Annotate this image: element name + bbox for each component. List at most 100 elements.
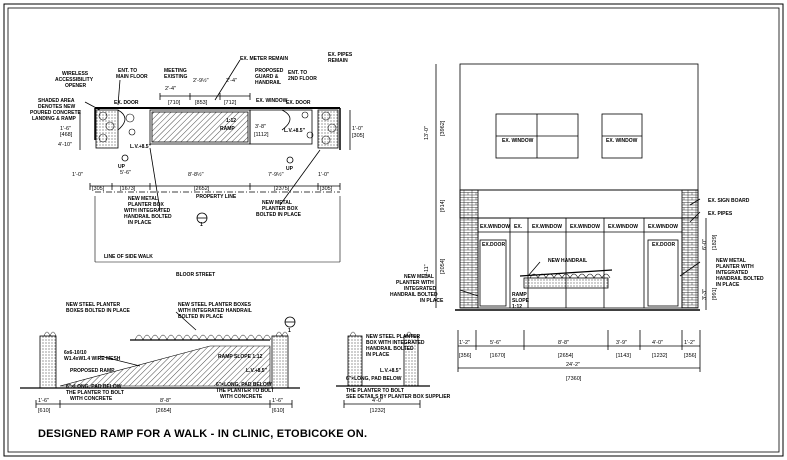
plan-shaded-label-3: POURED CONCRETE bbox=[30, 110, 82, 116]
floor-plan bbox=[79, 59, 351, 263]
plan-dim-right1: 3'-8" bbox=[255, 124, 266, 130]
plan-ex-door-right: EX. DOOR bbox=[286, 100, 311, 106]
elev-dim-total: 24'-2" bbox=[566, 362, 580, 368]
elev-dim-b3: 8'-8" bbox=[558, 340, 569, 346]
elev-dim-b2m: [1670] bbox=[490, 353, 506, 359]
plan-dim-b1m: [1673] bbox=[120, 186, 136, 192]
elev-dim-b6m: [356] bbox=[684, 353, 697, 359]
plan-dim-b4: 1'-0" bbox=[318, 172, 329, 178]
sec1-level: L.V.+8.5" bbox=[246, 368, 268, 374]
plan-ex-window: EX. WINDOW bbox=[256, 98, 288, 104]
sec1-tag: 1 bbox=[288, 328, 291, 334]
plan-ent-2nd-label-2: 2ND FLOOR bbox=[288, 76, 317, 82]
plan-dim-b0: 1'-0" bbox=[72, 172, 83, 178]
plan-dim-b0m: [305] bbox=[92, 186, 105, 192]
plan-level-right: L.V.+8.5" bbox=[284, 128, 306, 134]
sec1-dim-w2: 8'-8" bbox=[160, 398, 171, 404]
sec1-mesh: 6x6-10/10 bbox=[64, 350, 87, 356]
plan-dim-right1m: [1112] bbox=[254, 132, 269, 138]
plan-section-tag: 1 bbox=[200, 222, 203, 228]
sec2-dowel: 6"×LONG, PAD BELOW bbox=[346, 376, 402, 382]
sec2-note: NEW STEEL PLANTER bbox=[366, 334, 420, 340]
sec1-dowel-right: 6"×LONG, PAD BELOW bbox=[216, 382, 272, 388]
elev-ramp-label-2: SLOPE bbox=[512, 298, 530, 304]
plan-dim-top1m: [710] bbox=[168, 100, 181, 106]
sec1-ramp: PROPOSED RAMP bbox=[70, 368, 115, 374]
sec1-dim-w1: 1'-6" bbox=[38, 398, 49, 404]
elev-ex-door-right: EX.DOOR bbox=[652, 242, 675, 248]
plan-dim-left2: 4'-10" bbox=[58, 142, 72, 148]
plan-ex-door-left: EX. DOOR bbox=[114, 100, 139, 106]
elev-store-window-2: EX. bbox=[514, 224, 523, 230]
plan-planter-left-2: PLANTER BOX bbox=[128, 202, 165, 208]
elev-store-window-1: EX.WINDOW bbox=[480, 224, 510, 230]
sec1-slope: RAMP SLOPE 1:12 bbox=[218, 354, 263, 360]
plan-dim-right2: 1'-0" bbox=[352, 126, 363, 132]
elev-dim-r2: 3'-3" bbox=[702, 289, 708, 300]
sec1-dowel-left: 6"×LONG, PAD BELOW bbox=[66, 384, 122, 390]
sec1-steel-left-2: BOXES BOLTED IN PLACE bbox=[66, 308, 130, 314]
plan-planter-right-3: BOLTED IN PLACE bbox=[256, 212, 302, 218]
plan-planter-left-3: WITH INTEGRATED bbox=[124, 208, 171, 214]
elev-ex-window-label-2: EX. WINDOW bbox=[606, 138, 638, 144]
elev-planter-left-3: INTEGRATED bbox=[404, 286, 437, 292]
plan-guard-label-3: HANDRAIL bbox=[255, 80, 281, 86]
section-1-labels: NEW STEEL PLANTER BOXES BOLTED IN PLACE … bbox=[38, 302, 291, 414]
plan-dim-b1: 5'-6" bbox=[120, 170, 131, 176]
elev-dim-r2m: [991] bbox=[712, 287, 718, 300]
plan-level-left: L.V.+8.5" bbox=[130, 144, 152, 150]
elev-dim-b4m: [1143] bbox=[616, 353, 631, 359]
plan-meter-label: EX. METER REMAIN bbox=[240, 56, 288, 62]
drawing-title: DESIGNED RAMP FOR A WALK - IN CLINIC, ET… bbox=[38, 428, 368, 440]
plan-ent-2nd-label: ENT. TO bbox=[288, 70, 307, 76]
elev-planter-right: NEW METAL bbox=[716, 258, 746, 264]
plan-planter-left: NEW METAL bbox=[128, 196, 158, 202]
sec1-mesh-2: W1.4xW1.4 WIRE MESH bbox=[64, 356, 121, 362]
elev-dim-r1m: [1829] bbox=[712, 234, 718, 250]
elev-ex-door-left: EX.DOOR bbox=[482, 242, 505, 248]
sec1-steel-right-3: BOLTED IN PLACE bbox=[178, 314, 224, 320]
floor-plan-labels: WIRELESS ACCESSIBILITY OPENER SHADED ARE… bbox=[30, 52, 365, 278]
elev-handrail-label: NEW HANDRAIL bbox=[548, 258, 587, 264]
sec2-dim-w: 4'-0" bbox=[372, 398, 383, 404]
plan-wireless-label-3: OPENER bbox=[65, 83, 87, 89]
plan-slope-label: 1:12 bbox=[226, 118, 236, 124]
plan-dim-left1m: [468] bbox=[60, 132, 73, 138]
elev-dim-b1: 1'-2" bbox=[459, 340, 470, 346]
section-2 bbox=[336, 331, 430, 408]
sec2-dowel-3: SEE DETAILS BY PLANTER BOX SUPPLIER bbox=[346, 394, 451, 400]
plan-ent-main-label: ENT. TO bbox=[118, 68, 137, 74]
elev-dim-h1: 13'-0" bbox=[424, 126, 430, 140]
plan-dim-b2m: [2652] bbox=[194, 186, 210, 192]
elev-dim-b4: 3'-9" bbox=[616, 340, 627, 346]
elev-dim-h1m: [3962] bbox=[440, 120, 446, 136]
plan-up-right: UP bbox=[286, 166, 294, 172]
plan-dim-top3m: [712] bbox=[224, 100, 237, 106]
plan-dim-top3: 2'-4" bbox=[226, 78, 237, 84]
plan-dim-right2m: [305] bbox=[352, 133, 365, 139]
plan-meeting-label-2: EXISTING bbox=[164, 74, 187, 80]
elev-dim-b6: 1'-2" bbox=[684, 340, 695, 346]
plan-dim-b2: 8'-8½" bbox=[188, 171, 204, 178]
plan-guard-label-2: GUARD & bbox=[255, 74, 279, 80]
plan-planter-left-5: IN PLACE bbox=[128, 220, 152, 226]
elev-dim-b2: 5'-6" bbox=[490, 340, 501, 346]
elevation-labels: EX. WINDOW EX. WINDOW EX. SIGN BOARD EX.… bbox=[390, 120, 764, 382]
elev-planter-left-5: IN PLACE bbox=[420, 298, 444, 304]
sec1-dowel-right-3: WITH CONCRETE bbox=[220, 394, 263, 400]
sec2-level: L.V.+8.5" bbox=[380, 368, 402, 374]
plan-dim-top2m: [853] bbox=[195, 100, 208, 106]
sec1-steel-left: NEW STEEL PLANTER bbox=[66, 302, 120, 308]
sheet-inner-border bbox=[7, 7, 780, 453]
elev-dim-h2: [914] bbox=[440, 199, 446, 212]
plan-planter-right-2: PLANTER BOX bbox=[262, 206, 299, 212]
sec2-dowel-2: THE PLANTER TO BOLT bbox=[346, 388, 404, 394]
sec1-steel-right: NEW STEEL PLANTER BOXES bbox=[178, 302, 252, 308]
plan-property-line: PROPERTY LINE bbox=[196, 194, 237, 200]
planter-shrubs bbox=[98, 111, 337, 145]
sec1-dim-w3: 1'-6" bbox=[272, 398, 283, 404]
elev-store-window-3: EX.WINDOW bbox=[532, 224, 562, 230]
elev-dim-b5m: [1232] bbox=[652, 353, 668, 359]
plan-dim-b3: 7'-9½" bbox=[268, 171, 284, 178]
